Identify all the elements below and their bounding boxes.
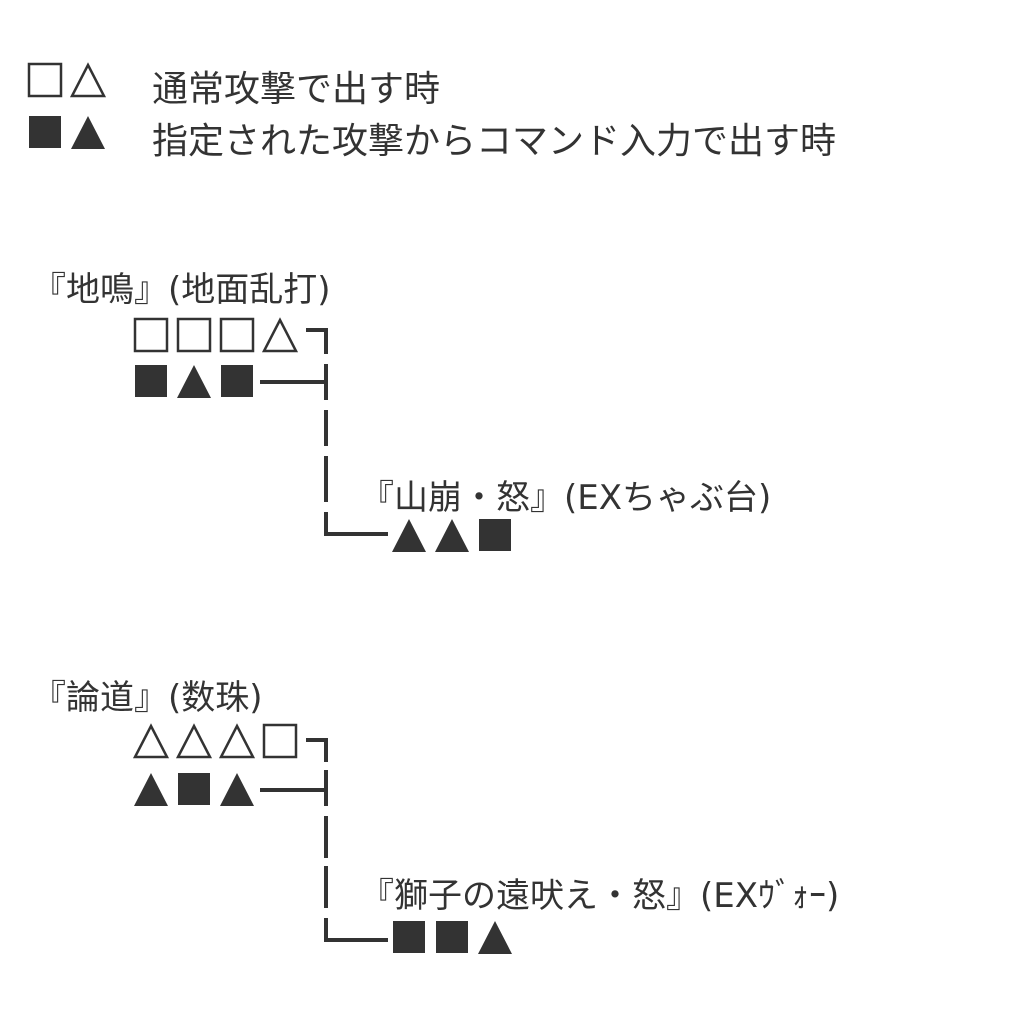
combo-2-connector-bottom xyxy=(324,938,388,942)
combo-2-title: 『論道』(数珠) xyxy=(32,678,263,718)
combo-1-connector-top xyxy=(306,328,328,332)
square-outline-icon xyxy=(218,316,256,354)
legend-symbols-2 xyxy=(26,110,112,150)
square-filled-icon xyxy=(433,918,471,956)
combo-1-command-sequence xyxy=(132,362,261,400)
combo-1-result-sequence xyxy=(390,516,519,554)
triangle-outline-icon xyxy=(175,722,213,760)
triangle-filled-icon xyxy=(175,362,213,400)
triangle-filled-icon xyxy=(390,516,428,554)
legend-text-command: 指定された攻撃からコマンド入力で出す時 xyxy=(152,121,837,162)
triangle-outline-icon xyxy=(132,722,170,760)
combo-2-vline-b xyxy=(324,816,328,858)
square-outline-icon xyxy=(175,316,213,354)
square-filled-icon xyxy=(175,770,213,808)
combo-2-vline-d xyxy=(324,918,328,942)
combo-2-command-sequence xyxy=(132,770,261,808)
combo-1-connector-top-drop xyxy=(324,328,328,354)
triangle-filled-icon xyxy=(218,770,256,808)
combo-2-connector-top xyxy=(306,738,328,742)
square-filled-icon xyxy=(26,113,64,151)
combo-1-connector-mid xyxy=(260,380,326,384)
combo-2-vline-c xyxy=(324,866,328,908)
legend-text-normal: 通常攻撃で出す時 xyxy=(152,69,441,110)
combo-1-result-title: 『山崩・怒』(EXちゃぶ台) xyxy=(360,478,772,518)
combo-2-vline-a xyxy=(324,770,328,806)
triangle-outline-icon xyxy=(218,722,256,760)
combo-2-connector-mid xyxy=(260,788,326,792)
square-filled-icon xyxy=(476,516,514,554)
triangle-filled-icon xyxy=(433,516,471,554)
square-outline-icon xyxy=(26,61,64,99)
legend-row-2 xyxy=(26,110,112,158)
combo-2-result-sequence xyxy=(390,918,519,956)
square-outline-icon xyxy=(132,316,170,354)
combo-1-normal-sequence xyxy=(132,316,304,354)
combo-1-vline-d xyxy=(324,512,328,536)
legend-symbols-1 xyxy=(26,58,112,98)
combo-1-vline-b xyxy=(324,410,328,446)
square-filled-icon xyxy=(132,362,170,400)
combo-1-vline-a xyxy=(324,364,328,400)
legend-row-1 xyxy=(26,58,112,106)
triangle-filled-icon xyxy=(69,113,107,151)
square-filled-icon xyxy=(390,918,428,956)
triangle-outline-icon xyxy=(69,61,107,99)
triangle-filled-icon xyxy=(476,918,514,956)
square-outline-icon xyxy=(261,722,299,760)
combo-2-connector-top-drop xyxy=(324,738,328,762)
triangle-filled-icon xyxy=(132,770,170,808)
triangle-outline-icon xyxy=(261,316,299,354)
combo-1-vline-c xyxy=(324,456,328,502)
combo-1-connector-bottom xyxy=(324,532,388,536)
combo-2-result-title: 『獅子の遠吠え・怒』(EXｳﾞｫｰ) xyxy=(360,876,840,916)
combo-1-title: 『地鳴』(地面乱打) xyxy=(32,270,331,310)
square-filled-icon xyxy=(218,362,256,400)
combo-2-normal-sequence xyxy=(132,722,304,760)
